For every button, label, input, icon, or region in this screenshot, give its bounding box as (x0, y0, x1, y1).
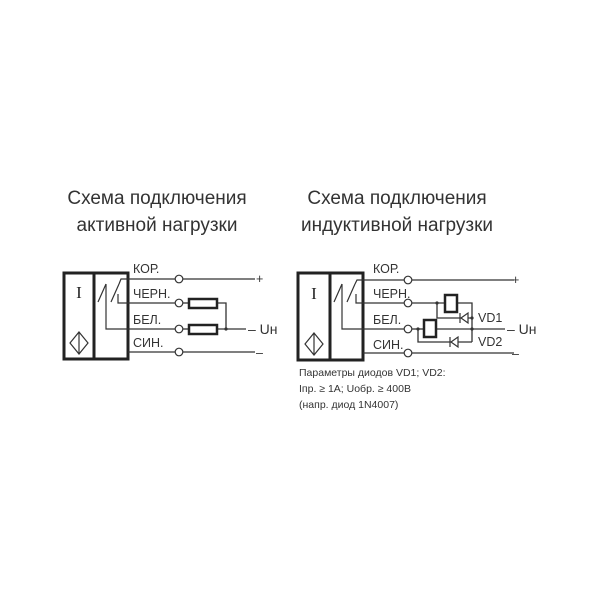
wire-label-kor: КОР. (133, 262, 159, 276)
diode-note-line1: Параметры диодов VD1; VD2: (299, 367, 446, 379)
right-title-line1: Схема подключения (307, 188, 486, 209)
wire-label-sin: СИН. (133, 336, 164, 350)
active-load-diagram: Схема подключения активной нагрузки I КО… (62, 188, 278, 361)
left-title-line1: Схема подключения (67, 188, 246, 209)
diode-vd2-label: VD2 (478, 335, 502, 349)
sensor-block: I (62, 271, 179, 361)
terminal-kor (403, 275, 413, 285)
voltage-label: – Uн (507, 321, 537, 337)
proximity-symbol-icon (69, 331, 89, 355)
relay-coil-2 (422, 318, 438, 339)
terminal-bel (403, 324, 413, 334)
wire-label-chern: ЧЕРН. (373, 287, 411, 301)
wire-label-chern: ЧЕРН. (133, 287, 171, 301)
terminal-sin (174, 347, 184, 357)
load-resistor-1 (187, 297, 219, 310)
inductive-load-diagram: Схема подключения индуктивной нагрузки I… (296, 188, 537, 411)
relay-coil-1 (443, 293, 459, 314)
terminal-chern (403, 298, 413, 308)
sensor-mark: I (311, 284, 317, 303)
left-title-line2: активной нагрузки (77, 215, 238, 236)
diode-vd1-icon (459, 311, 469, 325)
load-resistor-2 (187, 323, 219, 336)
terminal-sin (403, 348, 413, 358)
diode-vd2-icon (449, 335, 459, 349)
voltage-label: – Uн (248, 321, 278, 337)
sensor-block: I (296, 271, 405, 362)
switch-contacts-icon (333, 279, 405, 354)
proximity-symbol-icon (304, 332, 324, 356)
diode-note-line2: Iпр. ≥ 1А; Uобр. ≥ 400В (299, 383, 411, 395)
right-title-line2: индуктивной нагрузки (301, 215, 493, 236)
diode-note-line3: (напр. диод 1N4007) (299, 399, 398, 411)
diode-vd1-label: VD1 (478, 311, 502, 325)
wire-label-kor: КОР. (373, 262, 399, 276)
terminal-chern (174, 298, 184, 308)
terminal-bel (174, 324, 184, 334)
sensor-mark: I (76, 283, 82, 302)
wire-label-bel: БЕЛ. (133, 313, 161, 327)
plus-label: + (512, 273, 519, 287)
wire-label-bel: БЕЛ. (373, 313, 401, 327)
wire-label-sin: СИН. (373, 338, 404, 352)
minus-label: – (256, 346, 263, 360)
terminal-kor (174, 274, 184, 284)
switch-contacts-icon (97, 278, 179, 353)
plus-label: + (256, 272, 263, 286)
minus-label: – (512, 347, 519, 361)
